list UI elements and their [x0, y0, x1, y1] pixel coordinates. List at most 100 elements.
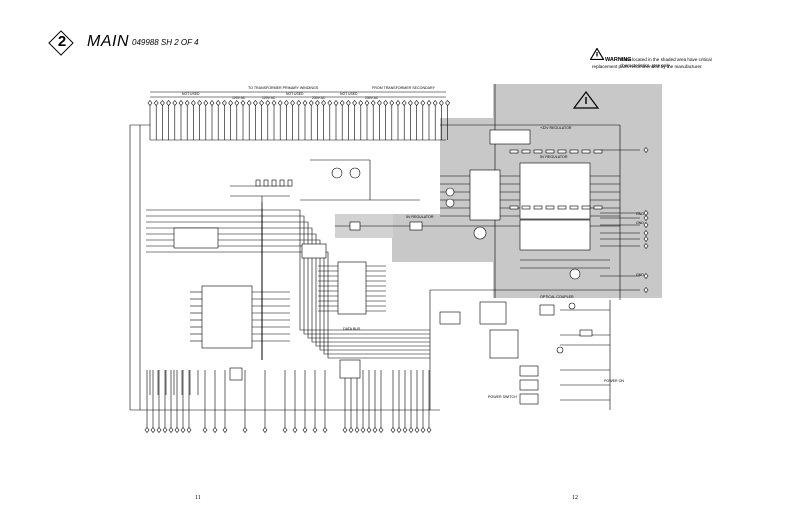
connector-right	[643, 243, 649, 249]
connector-bottom	[312, 427, 318, 433]
resistor	[581, 205, 591, 210]
resistor	[521, 205, 531, 210]
logic-gate-4	[519, 379, 539, 391]
logic-gate-3	[519, 365, 539, 377]
connector-bottom	[162, 427, 168, 433]
connector-top	[352, 100, 357, 106]
connector-top	[370, 100, 376, 106]
schematic-components	[144, 100, 649, 433]
connector-bottom	[222, 427, 228, 433]
connector-top	[246, 100, 252, 106]
warning-triangle-large-icon	[572, 91, 600, 109]
connector-bottom	[242, 427, 248, 433]
warning-word: WARNING	[605, 57, 632, 63]
connector-top	[445, 100, 450, 106]
connector-top	[147, 100, 153, 106]
logic-gate-2	[479, 301, 507, 325]
resistor	[545, 205, 555, 210]
led	[568, 302, 576, 310]
connector-right	[643, 230, 649, 236]
resistor	[581, 149, 591, 154]
transistor-small	[556, 346, 564, 354]
connector-bottom	[396, 427, 402, 433]
label-reg-32v: +32V REGULATOR	[540, 126, 572, 130]
connector-top	[377, 100, 382, 106]
resistor	[521, 149, 531, 154]
transistor-q5	[569, 268, 581, 280]
connector-right	[643, 236, 649, 242]
connector-top	[432, 100, 438, 106]
connector-top	[259, 100, 264, 106]
connector-bottom	[378, 427, 384, 433]
connector-top	[414, 100, 419, 106]
connector-top	[296, 100, 302, 106]
connector-top	[153, 100, 159, 106]
page-subtitle: 049988 SH 2 OF 4	[132, 38, 199, 47]
label-230v-a: 230V AC	[312, 96, 326, 100]
connector-bottom	[354, 427, 360, 433]
connector-bottom	[174, 427, 180, 433]
connector-top	[364, 100, 370, 106]
label-not-used-1: NOT USED	[182, 92, 200, 96]
flip-flop	[489, 329, 519, 359]
connector-bottom	[186, 427, 192, 433]
connector-bottom	[292, 427, 298, 433]
connector-top	[215, 100, 221, 106]
connector-top	[277, 100, 283, 106]
label-optical-coupler: OPTICAL COUPLER	[540, 295, 574, 299]
connector-bottom	[144, 427, 150, 433]
connector-bottom	[150, 427, 156, 433]
resistor	[509, 205, 519, 210]
connector-top	[253, 100, 258, 106]
connector-top	[228, 100, 233, 106]
connector-top	[178, 100, 184, 106]
resistor	[557, 205, 567, 210]
resistor	[593, 149, 603, 154]
connector-bottom	[342, 427, 348, 433]
resistor	[593, 205, 603, 210]
warning-text: Parts located in the shaded area have cr…	[620, 57, 712, 68]
label-230v-b: 230V AC	[365, 96, 379, 100]
connector-top	[197, 100, 202, 106]
diode	[579, 329, 593, 337]
connector-top	[284, 100, 289, 106]
connector-bottom	[202, 427, 208, 433]
ic-small	[301, 243, 327, 259]
connector-bottom	[156, 427, 162, 433]
connector-top	[203, 100, 209, 106]
reg-5v-chip	[409, 221, 423, 231]
connector-right	[643, 147, 649, 153]
capacitor	[271, 179, 277, 187]
connector-bottom	[414, 427, 420, 433]
connector-top	[209, 100, 215, 106]
regulator-12v-block	[519, 219, 591, 251]
resistor-network	[173, 227, 219, 249]
resistor	[545, 149, 555, 154]
regulator-32v	[489, 129, 531, 145]
connector-top	[308, 100, 314, 106]
page-number-right: 12	[572, 495, 578, 501]
connector-top	[358, 100, 364, 106]
connector-bottom	[408, 427, 414, 433]
connector-top	[408, 100, 413, 106]
connector-top	[271, 100, 277, 106]
resistor	[557, 149, 567, 154]
connector-top	[327, 100, 333, 106]
connector-top	[333, 100, 339, 106]
label-power-on: POWER ON	[604, 379, 624, 383]
label-data-bus: DATA BUS	[343, 327, 361, 331]
connector-right	[643, 222, 649, 228]
connector-bottom	[348, 427, 354, 433]
label-transformer-secondary: FROM TRANSFORMER SECONDARY	[372, 86, 436, 90]
diode-bridge-b	[445, 198, 455, 208]
warning-triangle-icon	[590, 48, 604, 60]
page-number-left: 11	[195, 495, 201, 501]
connector-top	[321, 100, 326, 106]
microcontroller-chip	[201, 285, 253, 349]
section-number: 2	[57, 33, 67, 50]
connector-top	[240, 100, 246, 106]
logic-gate-1	[439, 311, 461, 325]
connector-right	[643, 273, 649, 279]
connector-top	[426, 100, 432, 106]
connector-bottom	[426, 427, 432, 433]
